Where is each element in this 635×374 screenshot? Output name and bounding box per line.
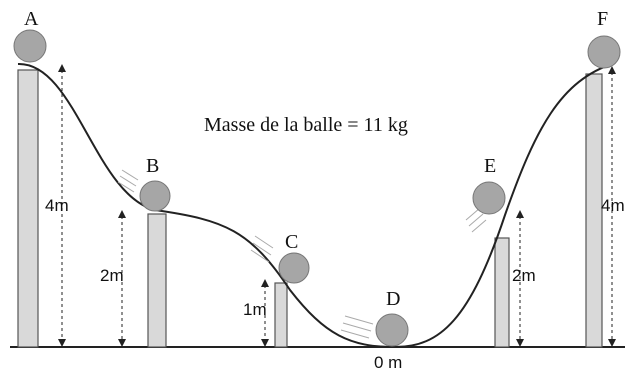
height-label-f: 4m bbox=[601, 196, 625, 215]
mass-caption: Masse de la balle = 11 kg bbox=[204, 114, 408, 136]
pillar-e bbox=[494, 237, 510, 348]
track-curve bbox=[17, 62, 616, 349]
point-label-c: C bbox=[285, 231, 298, 253]
ball-d bbox=[375, 313, 409, 347]
motion-lines-c bbox=[250, 235, 274, 263]
pillar-b bbox=[147, 213, 167, 348]
height-label-c: 1m bbox=[243, 300, 267, 319]
ball-b bbox=[139, 180, 171, 212]
ball-f bbox=[587, 35, 621, 69]
pillar-f bbox=[585, 73, 603, 348]
height-label-b: 2m bbox=[100, 266, 124, 285]
ball-c bbox=[278, 252, 310, 284]
ball-a bbox=[13, 29, 47, 63]
motion-lines-e bbox=[465, 207, 487, 233]
pillar-c bbox=[274, 282, 288, 348]
motion-lines-d bbox=[340, 315, 374, 339]
height-label-a: 4m bbox=[45, 196, 69, 215]
point-label-b: B bbox=[146, 155, 159, 177]
motion-lines-b bbox=[117, 169, 139, 193]
point-label-a: A bbox=[24, 8, 39, 30]
height-label-d: 0 m bbox=[374, 353, 402, 372]
height-label-e: 2m bbox=[512, 266, 536, 285]
pillar-a bbox=[17, 69, 39, 348]
ball-e bbox=[472, 181, 506, 215]
point-label-d: D bbox=[386, 288, 400, 310]
point-label-e: E bbox=[484, 155, 496, 177]
point-label-f: F bbox=[597, 8, 608, 30]
